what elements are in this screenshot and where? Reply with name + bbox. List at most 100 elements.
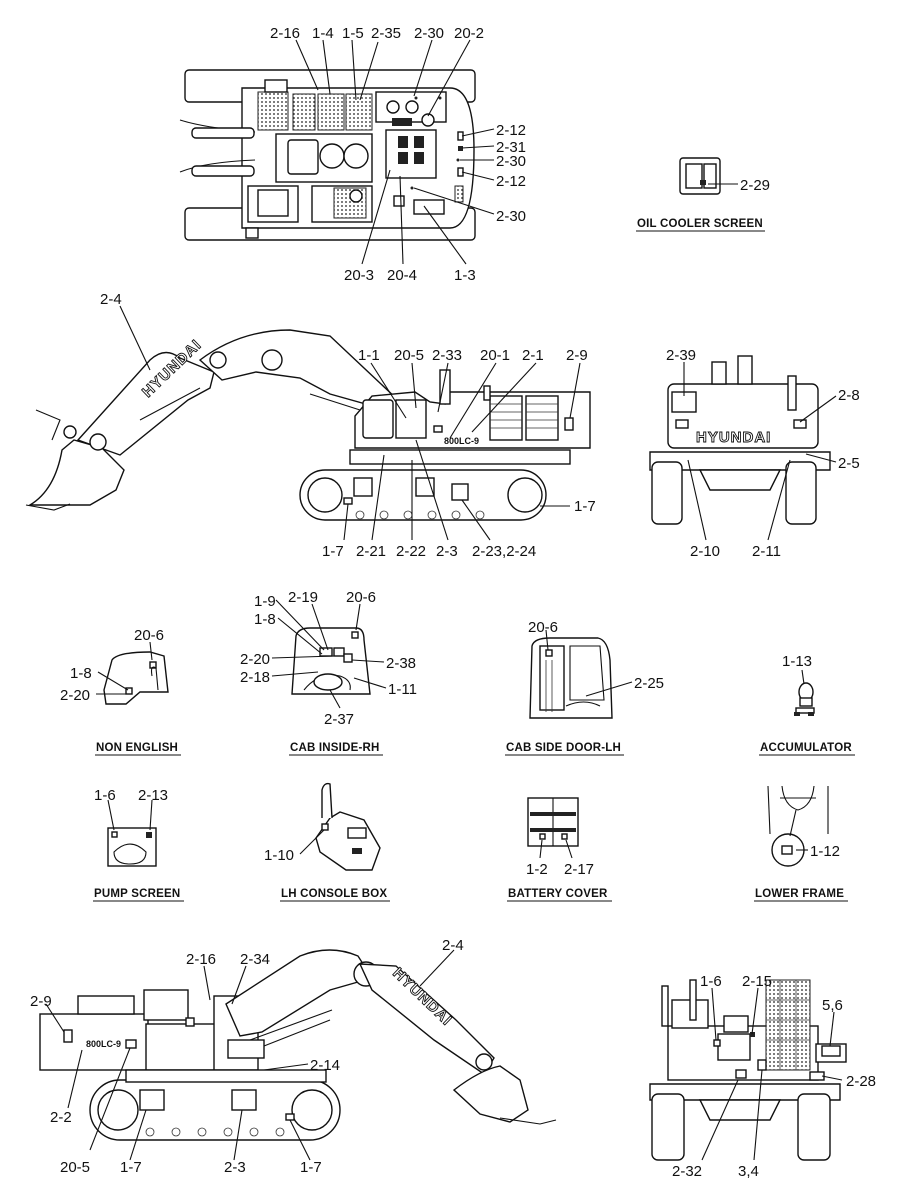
cab-door-leaders: [545, 629, 633, 697]
callout: 2-25: [634, 675, 664, 692]
caption-non-english: NON ENGLISH: [96, 742, 178, 754]
callout: 2-31: [496, 139, 526, 156]
callout: 2-30: [496, 153, 526, 170]
caption-lh-console: LH CONSOLE BOX: [281, 888, 387, 900]
callout: 1-7: [574, 498, 596, 515]
lh-console-box-detail: [299, 782, 381, 871]
callout: 1-11: [388, 681, 417, 698]
lower-frame-detail: [767, 785, 829, 867]
callout: 20-3: [344, 267, 374, 284]
callout: 2-14: [310, 1057, 340, 1074]
rear-view-leaders: [683, 362, 837, 541]
callout: 2-2: [50, 1109, 72, 1126]
cab-inside-leaders: [271, 599, 387, 709]
front-view-leaders: [701, 987, 843, 1161]
callout: 2-1: [522, 347, 544, 364]
front-view-machine: [649, 979, 847, 1161]
caption-cab-side-door: CAB SIDE DOOR-LH: [506, 742, 621, 754]
callout: 2-5: [838, 455, 860, 472]
callout: 2-30: [496, 208, 526, 225]
callout: 2-15: [742, 973, 772, 990]
top-view-leaders: [295, 39, 495, 265]
callout: 1-7: [322, 543, 344, 560]
accumulator-detail: [794, 669, 815, 716]
callout: 20-4: [387, 267, 417, 284]
side-view-machine: HYUNDAI 800LC-9: [25, 329, 591, 521]
callout: 2-22: [396, 543, 426, 560]
cab-inside-detail: [291, 627, 371, 695]
callout: 2-30: [414, 25, 444, 42]
side-model-badge: 800LC-9: [444, 436, 479, 446]
callout: 2-23,2-24: [472, 543, 536, 560]
captions: OIL COOLER SCREEN NON ENGLISH CAB INSIDE…: [94, 218, 852, 900]
caption-pump-screen: PUMP SCREEN: [94, 888, 180, 900]
top-view-machine: [179, 69, 476, 241]
callout: 2-13: [138, 787, 168, 804]
callout: 1-5: [342, 25, 364, 42]
callout: 2-19: [288, 589, 318, 606]
callout: 20-6: [528, 619, 558, 636]
callout: 2-37: [324, 711, 354, 728]
callout-labels: 2-16 1-4 1-5 2-35 2-30 20-2 2-12 2-31 2-…: [30, 25, 876, 1180]
callout: 2-4: [100, 291, 122, 308]
callout: 1-1: [358, 347, 380, 364]
callout: 2-9: [566, 347, 588, 364]
callout: 20-6: [134, 627, 164, 644]
callout: 2-11: [752, 543, 781, 560]
callout: 2-28: [846, 1073, 876, 1090]
callout: 20-6: [346, 589, 376, 606]
callout: 2-10: [690, 543, 720, 560]
callout: 2-3: [224, 1159, 246, 1176]
callout: 3,4: [738, 1163, 759, 1180]
caption-accumulator: ACCUMULATOR: [760, 742, 852, 754]
callout: 2-21: [356, 543, 386, 560]
lh-model-badge: 800LC-9: [86, 1039, 121, 1049]
callout: 2-32: [672, 1163, 702, 1180]
caption-cab-inside: CAB INSIDE-RH: [290, 742, 380, 754]
rear-logo: HYUNDAI: [696, 429, 771, 446]
oil-cooler-screen-detail: [679, 157, 738, 195]
callout: 20-5: [394, 347, 424, 364]
side-view-lh-machine: 800LC-9 HYUNDAI: [39, 949, 557, 1141]
callout: 2-20: [240, 651, 270, 668]
rear-view-machine: HYUNDAI: [649, 355, 831, 525]
callout: 1-4: [312, 25, 334, 42]
callout: 20-5: [60, 1159, 90, 1176]
callout: 1-10: [264, 847, 294, 864]
callout: 2-17: [564, 861, 594, 878]
non-english-leaders: [96, 641, 153, 695]
callout: 2-33: [432, 347, 462, 364]
callout: 2-4: [442, 937, 464, 954]
callout: 1-7: [120, 1159, 142, 1176]
callout: 2-39: [666, 347, 696, 364]
callout: 2-16: [186, 951, 216, 968]
callout: 1-3: [454, 267, 476, 284]
callout: 2-35: [371, 25, 401, 42]
cab-side-door-detail: [529, 637, 613, 719]
non-english-detail: [103, 651, 169, 705]
callout: 1-8: [254, 611, 276, 628]
callout: 1-13: [782, 653, 812, 670]
callout: 20-1: [480, 347, 510, 364]
callout: 20-2: [454, 25, 484, 42]
callout: 1-8: [70, 665, 92, 682]
callout: 1-7: [300, 1159, 322, 1176]
callout: 2-12: [496, 122, 526, 139]
side-view-leaders: [119, 305, 581, 541]
callout: 1-2: [526, 861, 548, 878]
callout: 2-29: [740, 177, 770, 194]
callout: 1-9: [254, 593, 276, 610]
caption-battery-cover: BATTERY COVER: [508, 888, 608, 900]
callout: 1-6: [94, 787, 116, 804]
callout: 2-16: [270, 25, 300, 42]
callout: 2-12: [496, 173, 526, 190]
callout: 5,6: [822, 997, 843, 1014]
caption-oil-cooler-screen: OIL COOLER SCREEN: [637, 218, 763, 230]
pump-screen-detail: [107, 799, 157, 867]
callout: 2-20: [60, 687, 90, 704]
side-lh-leaders: [45, 949, 455, 1161]
caption-underlines: [93, 230, 855, 902]
callout: 2-34: [240, 951, 270, 968]
callout: 2-18: [240, 669, 270, 686]
